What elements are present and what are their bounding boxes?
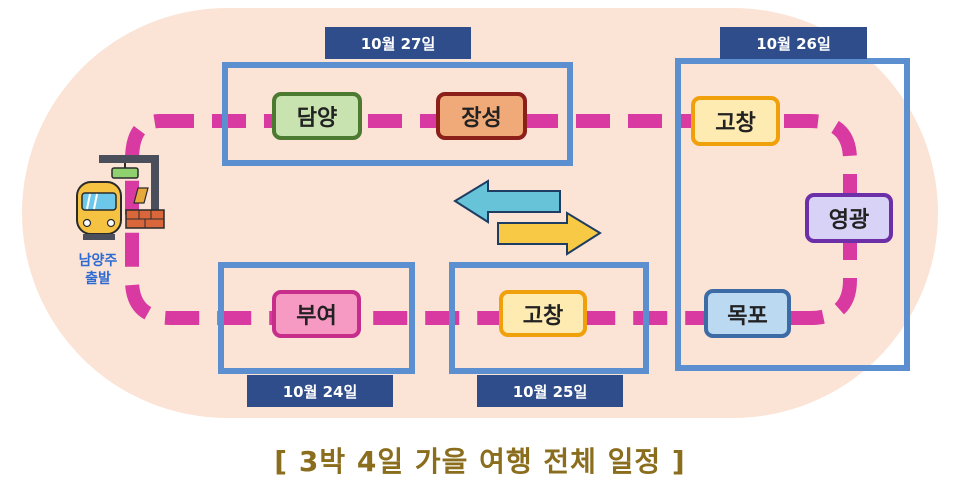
- node-mokpo: 목포: [704, 289, 791, 338]
- arrow-left-icon: [453, 179, 561, 224]
- train-station-icon: [76, 155, 165, 240]
- node-damyang: 담양: [272, 92, 362, 140]
- arrow-right-icon: [497, 211, 602, 256]
- date-badge-oct25: 10월 25일: [477, 375, 623, 407]
- group-box-oct27: [222, 62, 573, 166]
- group-box-oct25: [449, 262, 649, 374]
- itinerary-title: [ 3박 4일 가을 여행 전체 일정 ]: [274, 445, 686, 478]
- start-label-line1: 남양주: [78, 253, 118, 269]
- bidirectional-arrows-icon: [453, 179, 602, 256]
- date-badge-oct27: 10월 27일: [325, 27, 471, 59]
- node-yeonggwang: 영광: [805, 193, 893, 243]
- group-box-oct24: [218, 262, 415, 374]
- node-buyeo: 부여: [272, 290, 361, 338]
- node-gochang-bottom: 고창: [499, 290, 587, 337]
- start-label-line2: 출발: [85, 271, 111, 287]
- date-badge-oct26: 10월 26일: [720, 27, 867, 59]
- date-badge-oct24: 10월 24일: [247, 375, 393, 407]
- start-label: 남양주 출발: [68, 252, 128, 288]
- route-line: [125, 114, 857, 325]
- node-gochang-top: 고창: [691, 96, 780, 146]
- node-jangseong: 장성: [436, 92, 527, 140]
- group-box-oct26: [675, 58, 910, 371]
